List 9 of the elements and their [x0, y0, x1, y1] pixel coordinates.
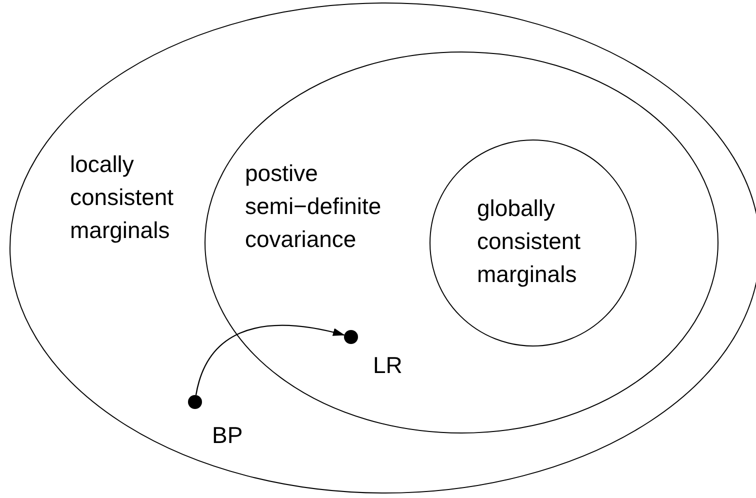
point-label: LR — [373, 352, 402, 378]
set-label: postive semi−definite covariance — [245, 159, 382, 254]
curved-arrow — [195, 324, 345, 396]
set-label: globally consistent marginals — [477, 194, 582, 289]
set-label: locally consistent marginals — [70, 150, 175, 245]
point-marker — [188, 395, 202, 409]
point-marker — [344, 330, 358, 344]
point-label: BP — [212, 422, 243, 448]
set-ellipse — [430, 140, 636, 346]
